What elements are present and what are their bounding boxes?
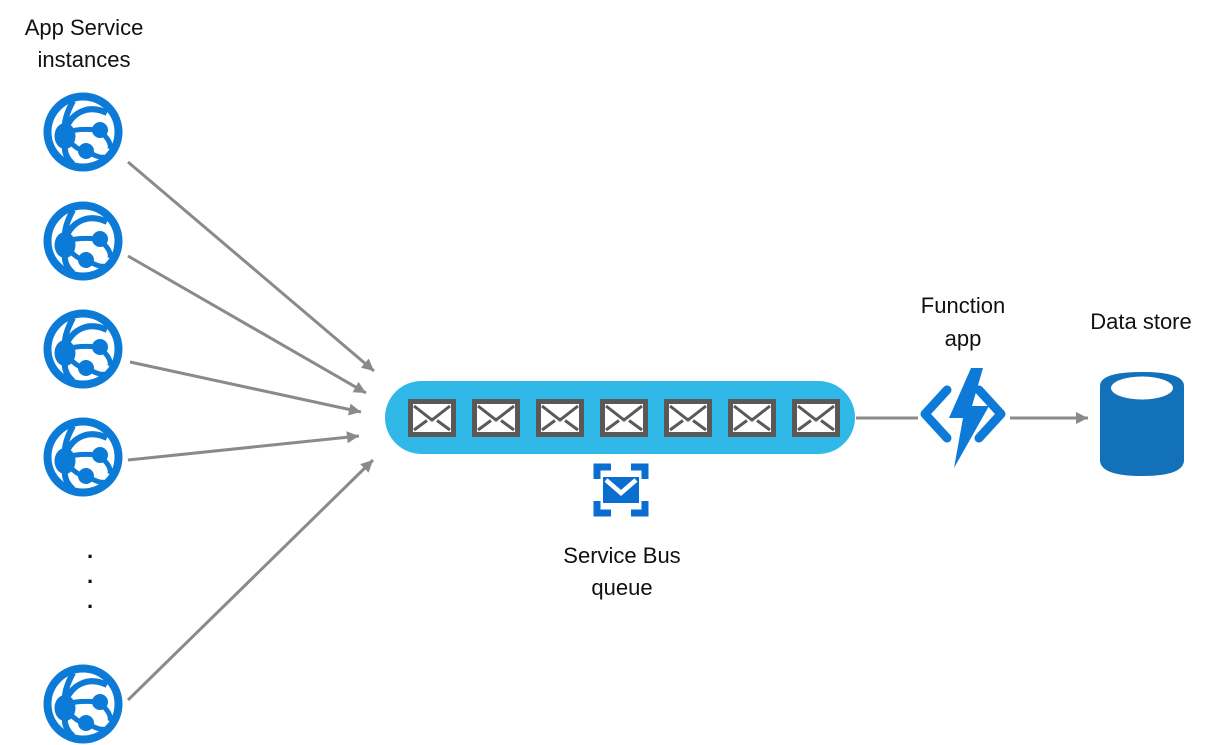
arrow-instance-3-to-queue: [129, 360, 362, 416]
arrow-instance-5-to-queue: [126, 458, 375, 702]
envelope-icon: [472, 398, 520, 437]
app-service-instance-icon: [43, 92, 123, 172]
envelope-icon: [664, 398, 712, 437]
app-service-instance-icon: [43, 201, 123, 281]
function-app-label: Function app: [920, 293, 1006, 351]
service-bus-queue-label: Service Bus queue: [563, 543, 681, 600]
ellipsis-dots: . . .: [86, 538, 94, 613]
app-service-instance-icon: [43, 417, 123, 497]
database-cylinder-icon: [1100, 372, 1184, 476]
arrow-instance-1-to-queue: [127, 160, 375, 373]
app-service-instance-icon: [43, 309, 123, 389]
code-lightning-bolt-icon: [920, 368, 1006, 468]
envelope-icon: [600, 398, 648, 437]
envelope-icon: [408, 398, 456, 437]
envelope-icon: [536, 398, 584, 437]
data-store-label: Data store: [1090, 309, 1192, 334]
arrow-instance-4-to-queue: [127, 431, 360, 462]
app-service-label: App Service instances: [24, 15, 144, 72]
arrow-instance-2-to-queue: [127, 254, 367, 395]
app-service-instance-icon: [43, 664, 123, 744]
envelope-icon: [728, 398, 776, 437]
service-bus-queue: [385, 381, 855, 454]
envelope-icon: [792, 398, 840, 437]
service-bus-envelope-icon: [593, 463, 649, 517]
